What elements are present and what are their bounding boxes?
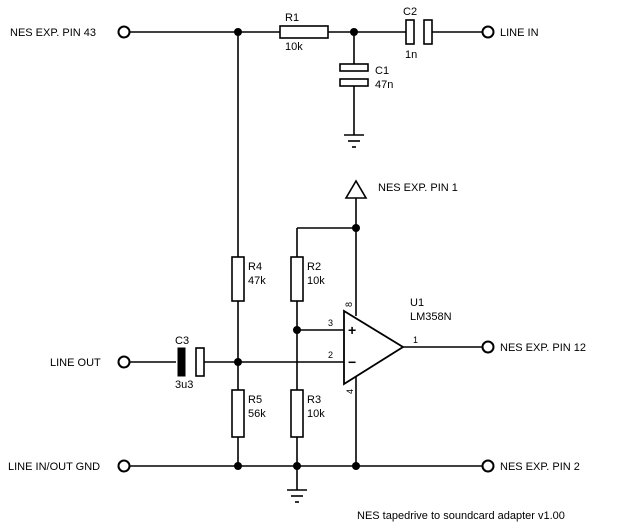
- value-c1: 47n: [375, 79, 393, 91]
- junctions: [234, 28, 360, 470]
- capacitor-c3: [177, 347, 205, 377]
- pin-1: 1: [413, 335, 418, 345]
- ref-r1: R1: [285, 12, 299, 24]
- terminal-gnd: [117, 459, 131, 473]
- title: NES tapedrive to soundcard adapter v1.00: [357, 510, 565, 522]
- opamp-minus: −: [348, 354, 356, 370]
- ground-symbol-c1: [344, 134, 364, 148]
- value-r1: 10k: [285, 41, 303, 53]
- pin-2: 2: [328, 350, 333, 360]
- resistor-r2: [290, 256, 304, 302]
- capacitor-c1: [339, 63, 369, 87]
- ref-r4: R4: [248, 261, 262, 273]
- vcc-arrow: [344, 179, 368, 199]
- label-pin12: NES EXP. PIN 12: [500, 342, 586, 354]
- label-pin43: NES EXP. PIN 43: [10, 27, 96, 39]
- wires: [130, 31, 482, 490]
- terminal-line-in: [481, 25, 495, 39]
- opamp-u1: [343, 309, 405, 386]
- value-r2: 10k: [307, 275, 325, 287]
- ref-c3: C3: [175, 335, 189, 347]
- terminals: [117, 25, 495, 473]
- value-u1: LM358N: [410, 311, 452, 323]
- ref-r3: R3: [307, 394, 321, 406]
- resistor-r5: [231, 389, 245, 438]
- resistor-r4: [231, 256, 245, 302]
- resistor-r3: [290, 389, 304, 438]
- ref-u1: U1: [410, 297, 424, 309]
- label-gnd: LINE IN/OUT GND: [8, 461, 100, 473]
- ref-r2: R2: [307, 261, 321, 273]
- terminal-pin43: [117, 25, 131, 39]
- value-c3: 3u3: [175, 379, 193, 391]
- value-c2: 1n: [405, 49, 417, 61]
- ref-r5: R5: [248, 394, 262, 406]
- label-pin2: NES EXP. PIN 2: [500, 461, 580, 473]
- capacitor-c2: [405, 19, 433, 45]
- value-r4: 47k: [248, 275, 266, 287]
- label-pin1: NES EXP. PIN 1: [378, 182, 458, 194]
- pin-3: 3: [328, 318, 333, 328]
- pin-8: 8: [344, 302, 354, 307]
- value-r3: 10k: [307, 408, 325, 420]
- value-r5: 56k: [248, 408, 266, 420]
- labels: NES EXP. PIN 43 LINE IN LINE OUT LINE IN…: [8, 6, 586, 522]
- terminal-pin2: [481, 459, 495, 473]
- ground-symbol-main: [287, 489, 307, 503]
- ref-c1: C1: [375, 65, 389, 77]
- label-line-out: LINE OUT: [50, 357, 101, 369]
- terminal-line-out: [117, 355, 131, 369]
- resistor-r1: [279, 25, 329, 39]
- ref-c2: C2: [403, 6, 417, 18]
- terminal-pin12: [481, 340, 495, 354]
- opamp-plus: +: [348, 322, 356, 338]
- pin-4: 4: [345, 389, 355, 394]
- label-line-in: LINE IN: [500, 27, 539, 39]
